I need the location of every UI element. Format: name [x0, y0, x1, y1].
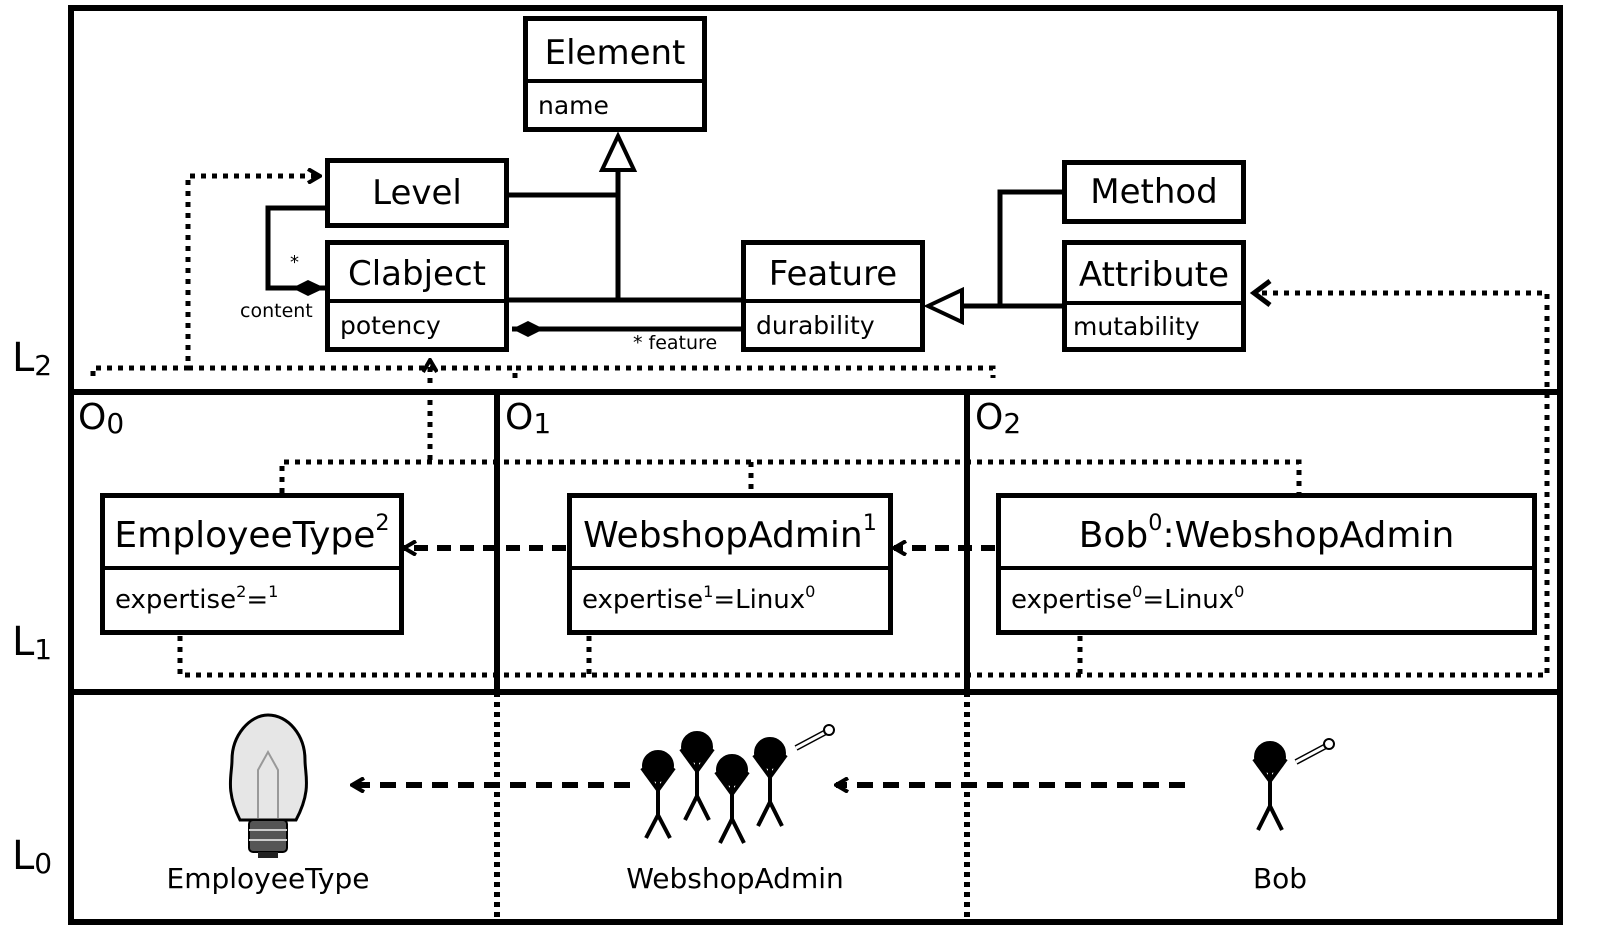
feature-class-name: Feature: [768, 254, 898, 294]
generalization-arrowhead-element: [598, 131, 638, 172]
feature-role-label: * feature: [633, 332, 718, 354]
caption-bob: Bob: [1252, 862, 1308, 895]
element-class: Element name: [523, 16, 707, 132]
caption-employeetype: EmployeeType: [166, 862, 370, 895]
content-multiplicity: *: [290, 252, 299, 273]
stick-figure-icon: [640, 731, 788, 844]
feature-class: Feature durability: [741, 240, 925, 352]
content-role-label: content: [240, 300, 313, 322]
lightbulb-icon: [228, 713, 309, 858]
level-label-l2: L2: [12, 335, 53, 382]
content-composition-line: [265, 205, 325, 291]
method-class-name: Method: [1090, 172, 1218, 212]
method-attribute-generalization: [962, 189, 1062, 309]
clabject-class: Clabject potency: [325, 240, 509, 352]
l1-attributes-dotted: [177, 290, 1550, 678]
element-class-name: Element: [544, 33, 686, 73]
content-diamond: [292, 280, 325, 296]
attribute-class: Attribute mutability: [1062, 240, 1246, 352]
l1-clabjects-dotted: [279, 459, 1302, 493]
level-class-name: Level: [372, 173, 462, 213]
caption-webshopadmin: WebshopAdmin: [626, 862, 844, 895]
wrench-icon: [794, 724, 835, 751]
method-class: Method: [1062, 160, 1246, 224]
feature-class-attr: durability: [746, 299, 920, 347]
stick-figure-icon: [1252, 741, 1288, 831]
level-class: Level: [325, 158, 509, 228]
o-to-clabject-dotted: [188, 365, 996, 378]
outer-frame: [68, 5, 1563, 925]
wrench-icon: [1294, 738, 1335, 765]
feature-diamond: [512, 321, 544, 337]
ontology-label-o0: O0: [78, 397, 125, 440]
attribute-class-name: Attribute: [1078, 255, 1230, 295]
level-label-l0: L0: [12, 833, 53, 880]
attribute-arrowhead: [1249, 279, 1272, 307]
clabject-class-attr: potency: [330, 299, 504, 347]
attribute-class-attr: mutability: [1067, 301, 1241, 347]
element-class-attr: name: [528, 79, 702, 127]
clabject-class-name: Clabject: [348, 254, 486, 294]
generalization-arrowhead-feature: [923, 286, 964, 326]
ontology-label-o2: O2: [975, 397, 1022, 440]
level-label-l1: L1: [12, 619, 53, 666]
ontology-label-o1: O1: [505, 397, 552, 440]
